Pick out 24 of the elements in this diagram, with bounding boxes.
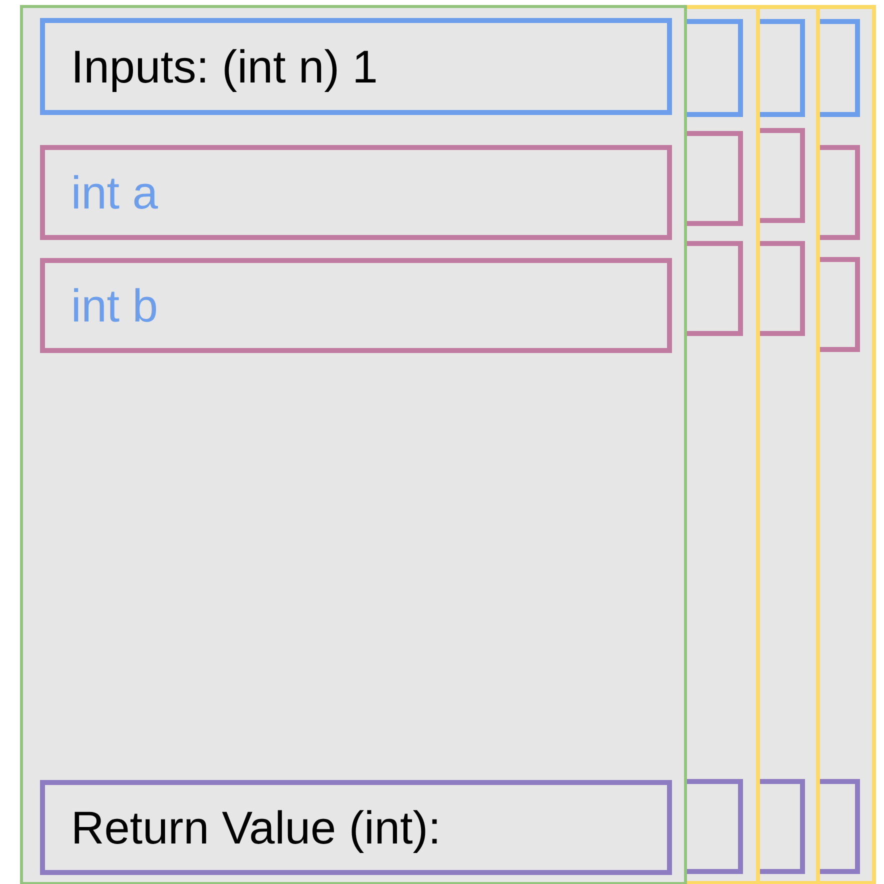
stack-frame — [818, 5, 876, 884]
stack-frame — [685, 5, 760, 884]
input-box — [40, 18, 672, 115]
empty-box — [757, 19, 805, 117]
empty-box — [685, 779, 743, 874]
empty-box — [757, 779, 805, 874]
box-label: int a — [71, 167, 158, 218]
empty-box — [685, 19, 743, 117]
empty-box — [818, 257, 860, 352]
variable-box — [40, 145, 672, 240]
box-label: Return Value (int): — [71, 802, 441, 853]
empty-box — [685, 131, 743, 226]
empty-box — [685, 241, 743, 336]
empty-box — [818, 779, 860, 874]
empty-box — [818, 145, 860, 240]
variable-box — [40, 258, 672, 353]
empty-box — [757, 128, 805, 223]
return-box — [40, 780, 672, 875]
box-label: int b — [71, 280, 158, 331]
stack-frame — [757, 5, 820, 884]
stack-frame — [20, 5, 687, 884]
empty-box — [757, 241, 805, 336]
empty-box — [818, 19, 860, 117]
box-label: Inputs: (int n) 1 — [71, 41, 378, 92]
